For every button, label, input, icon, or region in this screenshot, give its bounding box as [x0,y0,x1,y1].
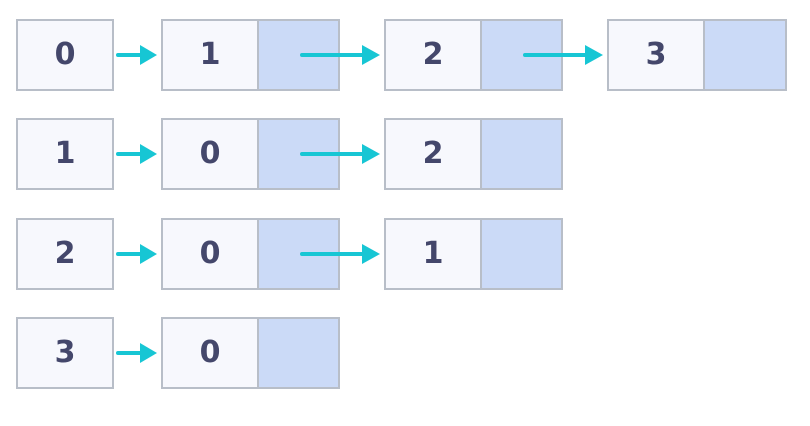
arrow-icon [523,45,603,65]
node-value-cell: 0 [163,220,259,288]
vertex-head-box: 3 [16,317,114,389]
list-node: 3 [607,19,787,91]
node-value: 1 [422,236,444,271]
arrow-icon [116,144,157,164]
node-pointer-cell [259,319,338,387]
node-value-cell: 0 [163,120,259,188]
vertex-head-box: 1 [16,118,114,190]
arrow-icon [116,343,157,363]
list-node: 0 [161,118,340,190]
list-node: 1 [384,218,563,290]
node-value-cell: 2 [386,21,482,89]
arrow-icon [300,144,380,164]
arrow-icon [300,244,380,264]
node-value-cell: 1 [163,21,259,89]
node-value: 0 [199,136,221,171]
vertex-label: 1 [54,136,76,171]
vertex-label: 2 [54,236,76,271]
vertex-head-box: 2 [16,218,114,290]
arrow-icon [300,45,380,65]
node-value-cell: 2 [386,120,482,188]
vertex-head-box: 0 [16,19,114,91]
arrow-icon [116,244,157,264]
arrow-icon [116,45,157,65]
node-value: 2 [422,136,444,171]
node-value: 3 [645,37,667,72]
list-node: 0 [161,317,340,389]
node-value-cell: 1 [386,220,482,288]
node-value-cell: 0 [163,319,259,387]
node-value-cell: 3 [609,21,705,89]
node-value: 0 [199,335,221,370]
adjacency-row: 0 1 2 3 [0,19,810,91]
vertex-label: 3 [54,335,76,370]
list-node: 2 [384,118,563,190]
adjacency-row: 1 0 2 [0,118,810,190]
node-value: 1 [199,37,221,72]
node-pointer-cell [482,220,561,288]
node-value: 0 [199,236,221,271]
vertex-label: 0 [54,37,76,72]
node-pointer-cell [482,120,561,188]
adjacency-row: 3 0 [0,317,810,389]
node-pointer-cell [705,21,785,89]
adjacency-row: 2 0 1 [0,218,810,290]
node-value: 2 [422,37,444,72]
